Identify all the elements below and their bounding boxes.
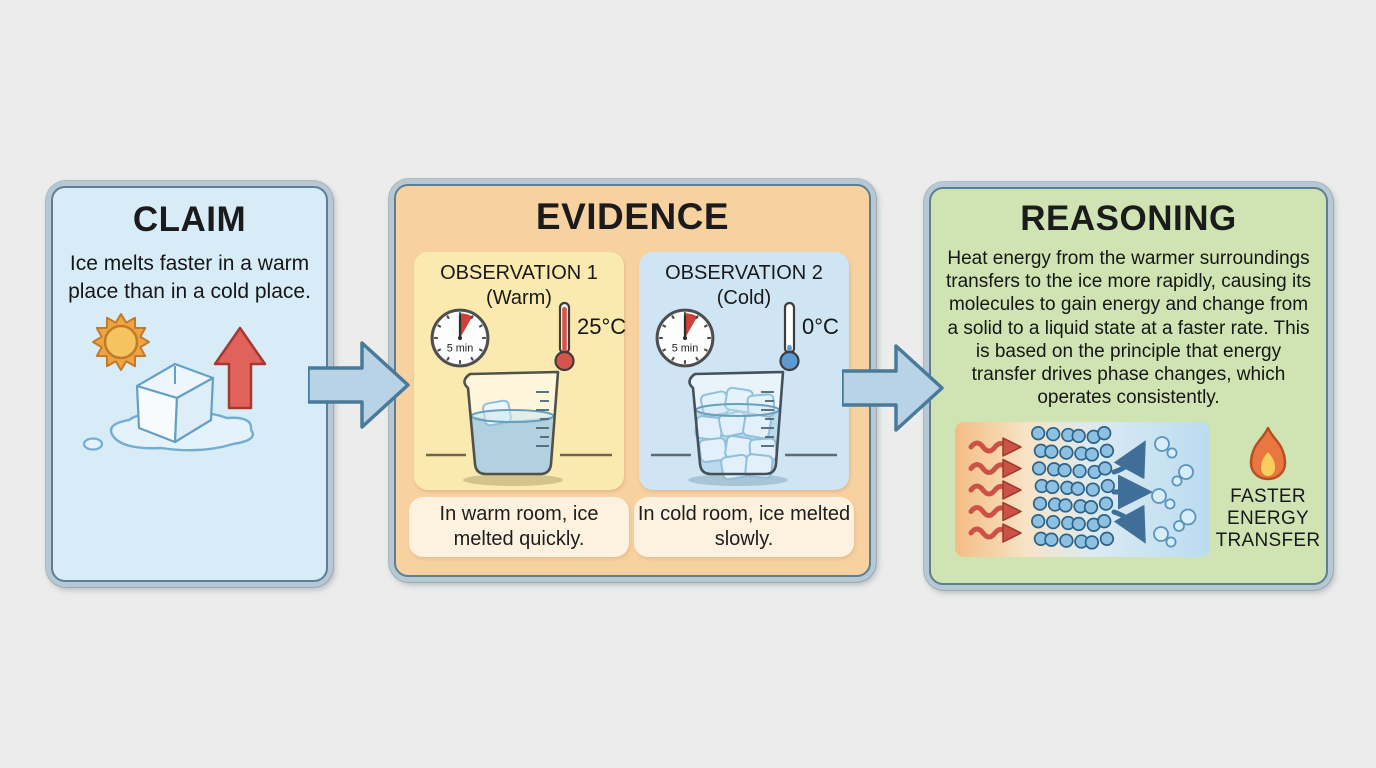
claim-panel-body: CLAIM Ice melts faster in a warm place t… bbox=[51, 186, 328, 582]
timer-label: 5 min bbox=[447, 342, 473, 354]
molecule-lattice-icon bbox=[1031, 426, 1115, 550]
claim-statement: Ice melts faster in a warm place than in… bbox=[68, 252, 311, 304]
claim-illustration bbox=[82, 313, 267, 452]
evidence-title: EVIDENCE bbox=[535, 196, 730, 237]
observation-2-subheading: (Cold) bbox=[716, 287, 772, 309]
energy-caption-line: TRANSFER bbox=[1215, 530, 1321, 552]
sun-icon bbox=[92, 313, 150, 371]
evidence-panel-body: EVIDENCE OBSERVATION 1 (Warm) 5 min bbox=[394, 184, 871, 577]
energy-caption-line: FASTER bbox=[1230, 486, 1306, 507]
energy-transfer-illustration bbox=[955, 422, 1210, 557]
timer-label: 5 min bbox=[672, 342, 698, 354]
observation-1-heading: OBSERVATION 1 (Warm) bbox=[414, 252, 624, 311]
claim-panel: CLAIM Ice melts faster in a warm place t… bbox=[46, 181, 333, 587]
energy-transfer-callout: FASTER ENERGY TRANSFER bbox=[1215, 425, 1321, 553]
observation-2-caption: In cold room, ice melted slowly. bbox=[634, 497, 854, 557]
temperature-label: 0°C bbox=[802, 314, 839, 339]
observation-2-card: OBSERVATION 2 (Cold) 5 min 0°C bbox=[639, 252, 849, 490]
thermometer-warm-icon bbox=[554, 301, 575, 372]
thermometer-cold-icon bbox=[779, 301, 800, 372]
flow-arrow-icon bbox=[842, 344, 944, 432]
observation-2-heading-line: OBSERVATION 2 bbox=[665, 262, 823, 284]
flame-icon bbox=[1249, 426, 1287, 481]
melting-ice-cube-icon bbox=[135, 362, 215, 444]
evidence-panel: EVIDENCE OBSERVATION 1 (Warm) 5 min bbox=[389, 179, 876, 582]
observation-1-subheading: (Warm) bbox=[486, 287, 552, 309]
timer-icon: 5 min bbox=[430, 308, 490, 368]
temperature-label: 25°C bbox=[577, 314, 627, 339]
molecule-escape-arrows-icon bbox=[1111, 440, 1153, 544]
claim-title: CLAIM bbox=[132, 200, 247, 239]
energy-caption-line: ENERGY bbox=[1226, 508, 1310, 530]
reasoning-statement: Heat energy from the warmer surroundings… bbox=[945, 248, 1312, 409]
timer-icon: 5 min bbox=[655, 308, 715, 368]
water-molecule-icon bbox=[1151, 436, 1197, 548]
beaker-cold-icon bbox=[651, 370, 837, 486]
up-arrow-icon bbox=[213, 326, 267, 410]
beaker-warm-icon bbox=[426, 370, 612, 486]
observation-2-heading: OBSERVATION 2 (Cold) bbox=[639, 252, 849, 311]
reasoning-panel: REASONING Heat energy from the warmer su… bbox=[924, 182, 1333, 590]
flow-arrow-icon bbox=[308, 341, 410, 429]
observation-1-heading-line: OBSERVATION 1 bbox=[440, 262, 598, 284]
reasoning-panel-body: REASONING Heat energy from the warmer su… bbox=[929, 187, 1328, 585]
observation-1-card: OBSERVATION 1 (Warm) 5 min 25°C bbox=[414, 252, 627, 490]
reasoning-title: REASONING bbox=[1020, 199, 1237, 238]
observation-1-caption: In warm room, ice melted quickly. bbox=[409, 497, 629, 557]
